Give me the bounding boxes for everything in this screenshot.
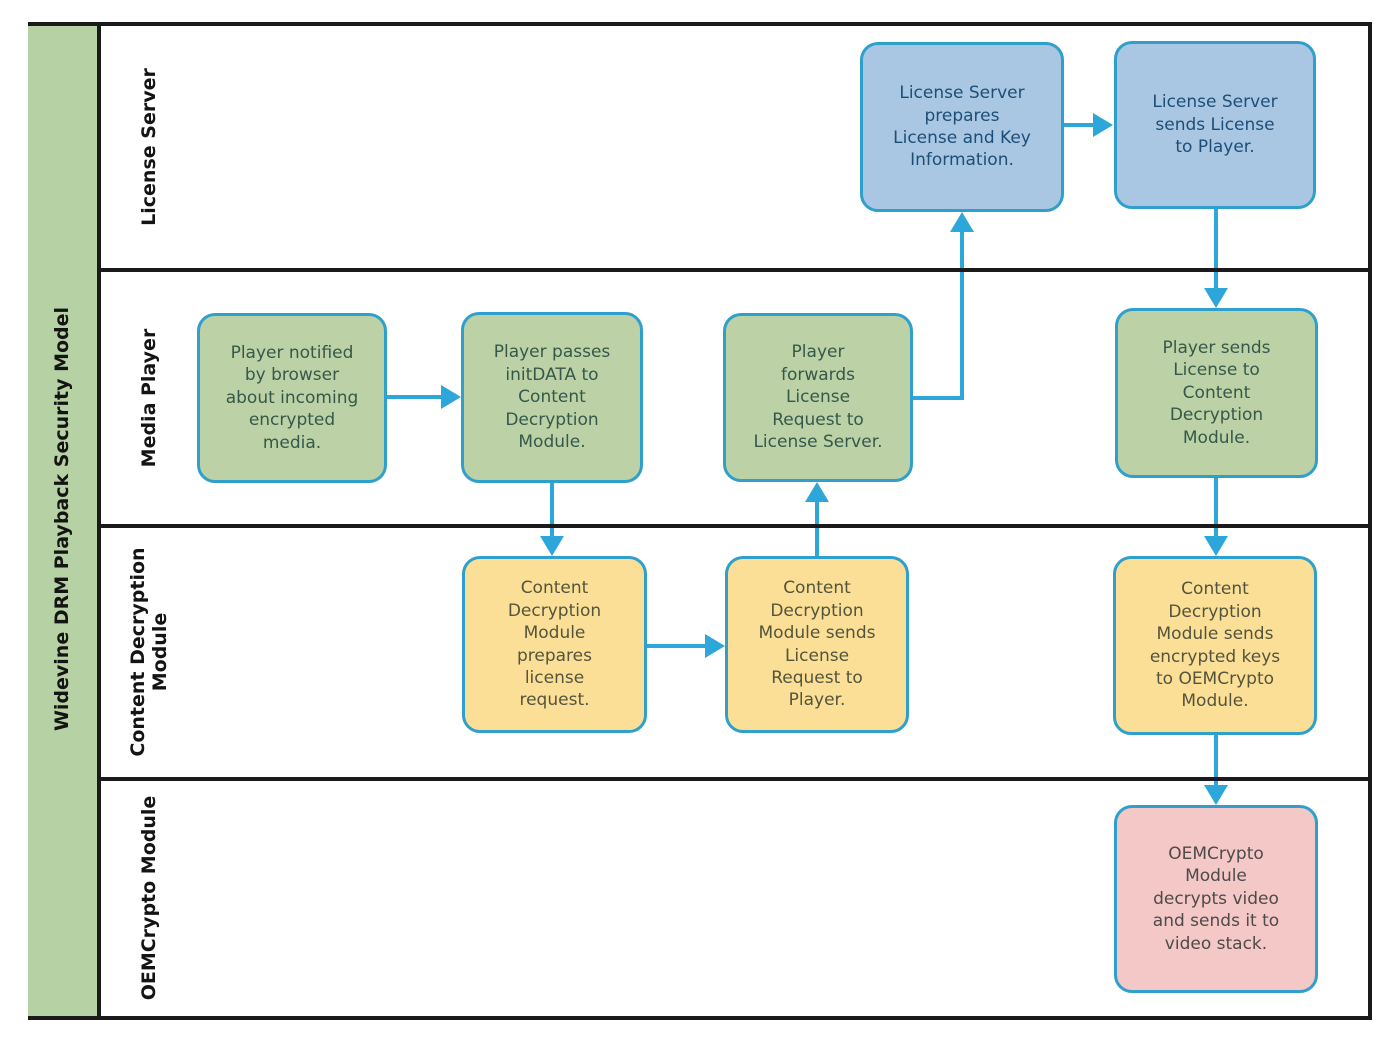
box-player-passes-initdata: Player passes initDATA to Content Decryp…	[461, 312, 643, 483]
arrowhead-right-icon	[441, 385, 461, 409]
arrow-passes-to-cdm-prepares	[550, 483, 554, 538]
lane-label-license-server: License Server	[138, 68, 161, 226]
box-oemcrypto-decrypts: OEMCrypto Module decrypts video and send…	[1114, 805, 1318, 993]
arrow-cdm-prepares-to-cdm-sends	[647, 644, 706, 648]
arrow-cdm-keys-to-oemcrypto	[1214, 735, 1218, 787]
arrow-player-sends-to-cdm-keys	[1214, 478, 1218, 538]
arrow-notified-to-passes	[387, 395, 443, 399]
lane-divider	[97, 524, 1372, 528]
box-player-forwards-request: Player forwards License Request to Licen…	[723, 313, 913, 482]
arrowhead-down-icon	[1204, 785, 1228, 805]
arrowhead-up-icon	[805, 482, 829, 502]
arrow-ls-prepares-to-ls-sends	[1064, 123, 1095, 127]
box-player-sends-license: Player sends License to Content Decrypti…	[1115, 308, 1318, 478]
box-license-server-prepares: License Server prepares License and Key …	[860, 42, 1064, 212]
arrow-player-forwards-to-ls-prepares-horizontal	[913, 396, 964, 400]
frame-top-border	[28, 22, 1372, 26]
diagram-title: Widevine DRM Playback Security Model	[51, 306, 73, 732]
diagram-title-bar	[28, 24, 97, 1016]
arrow-player-forwards-to-ls-prepares-vertical	[960, 230, 964, 400]
box-cdm-sends-keys: Content Decryption Module sends encrypte…	[1113, 556, 1317, 735]
lane-label-oemcrypto-module: OEMCrypto Module	[138, 795, 161, 1001]
box-cdm-prepares-request: Content Decryption Module prepares licen…	[462, 556, 647, 733]
arrowhead-down-icon	[1204, 288, 1228, 308]
frame-right-border	[1368, 22, 1372, 1020]
arrow-ls-sends-to-player-sends	[1214, 208, 1218, 290]
lane-label-content-decryption-module: Content Decryption Module	[127, 547, 171, 757]
lane-divider	[97, 268, 1372, 272]
box-license-server-sends: License Server sends License to Player.	[1114, 41, 1316, 209]
frame-bottom-border	[28, 1016, 1372, 1020]
arrowhead-up-icon	[950, 212, 974, 232]
arrowhead-down-icon	[1204, 536, 1228, 556]
arrowhead-down-icon	[540, 536, 564, 556]
box-player-notified: Player notified by browser about incomin…	[197, 313, 387, 483]
box-cdm-sends-request: Content Decryption Module sends License …	[725, 556, 909, 733]
arrowhead-right-icon	[1093, 113, 1113, 137]
arrowhead-right-icon	[705, 634, 725, 658]
frame-left-border	[97, 22, 101, 1020]
lane-divider	[97, 777, 1372, 781]
lane-label-media-player: Media Player	[138, 328, 161, 468]
arrow-cdm-sends-to-player-forwards	[815, 501, 819, 556]
